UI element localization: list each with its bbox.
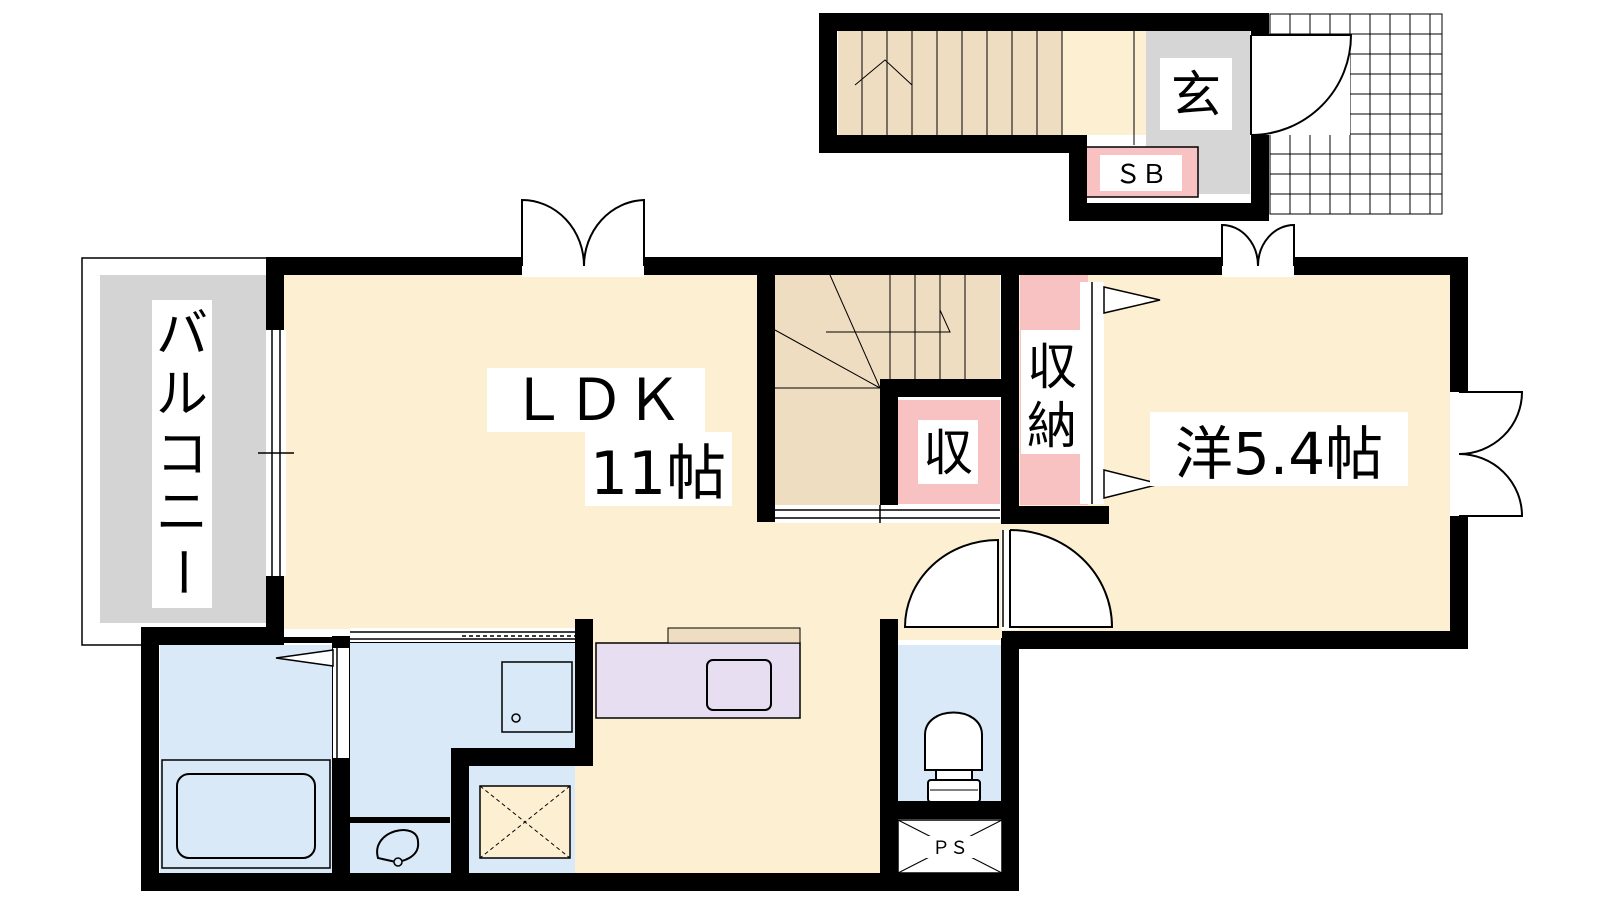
closet-large-label-bg (1021, 330, 1083, 454)
balcony-char-5: ー (151, 546, 211, 598)
ldk-size: 11帖 (590, 439, 726, 509)
entrance-stair-treads (854, 31, 1135, 145)
balcony-char-2: ル (156, 365, 208, 425)
genkan-label: 玄 (1171, 66, 1221, 124)
ldk-label-bg (487, 368, 705, 432)
front-door (1250, 34, 1353, 136)
toilet-tank (927, 779, 981, 803)
balcony-char-3: コ (156, 425, 208, 485)
kitchen (479, 627, 801, 859)
closet-small-label: 収 (923, 424, 973, 482)
closet-large-label-2: 納 (1027, 397, 1077, 455)
stair-floor (775, 275, 1000, 387)
shoe-box-label-bg (1100, 155, 1182, 191)
closet-small-label-bg (918, 420, 978, 484)
toilet-bowl (924, 711, 983, 771)
western-room-name: 洋5.4帖 (1175, 420, 1383, 488)
upper-entrance-block: 玄 ＳＢ (819, 13, 1443, 221)
entrance-landing-floor (1062, 31, 1146, 135)
kitchen-upper (667, 627, 801, 644)
entrance-stair-floor (838, 31, 1062, 135)
ldk-size-bg (585, 432, 732, 506)
kitchen-sink (706, 659, 772, 711)
balcony-outline (81, 257, 268, 646)
washing-machine-space (501, 661, 573, 733)
stair-floor-lower (775, 387, 880, 512)
toilet-seat-base (935, 769, 973, 781)
balcony-char-4: ニ (156, 483, 208, 543)
shoe-box-label: ＳＢ (1115, 160, 1167, 190)
ldk-name: ＬＤＫ (509, 366, 683, 434)
western-label-bg (1150, 412, 1408, 486)
toilet (924, 711, 983, 803)
bath-fixtures (161, 661, 573, 869)
room-labels: ＬＤＫ 11帖 洋5.4帖 収 納 収 バ ル コ ニ ー (151, 300, 1408, 608)
genkan-label-bg (1160, 58, 1232, 130)
closet-large-label-1: 収 (1027, 338, 1077, 396)
upper-entrance-walls (819, 13, 1269, 221)
balcony-label-bg (152, 300, 212, 608)
main-stair-treads (774, 274, 966, 389)
balcony-char-1: バ (156, 305, 208, 365)
pipe-space: ＰＳ (897, 819, 1003, 874)
openings (258, 198, 1524, 758)
bathtub (176, 773, 316, 859)
main-walls (141, 257, 1468, 891)
pipe-space-label: ＰＳ (932, 838, 968, 859)
